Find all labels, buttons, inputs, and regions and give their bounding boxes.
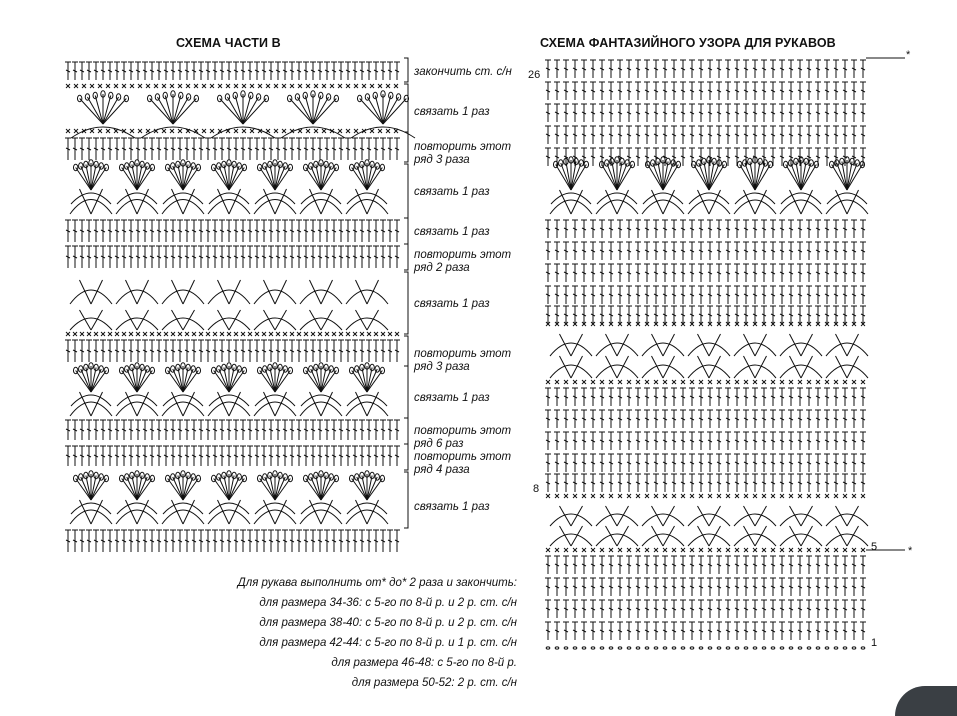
row-label: ряд 3 раза — [413, 154, 470, 166]
crochet-charts: закончить ст. с/н связать 1 раз повторить … — [65, 49, 913, 650]
row-label: ряд 2 раза — [413, 262, 470, 274]
row-label: ряд 6 раз — [413, 438, 464, 450]
row-label: повторить этот — [414, 348, 512, 360]
row-number: 8 — [533, 483, 539, 495]
row-label: связать 1 раз — [414, 106, 490, 118]
row-label: повторить этот — [414, 425, 512, 437]
instruction-line: для размера 34-36: с 5-го по 8-й р. и 2 … — [259, 597, 517, 609]
row-label: ряд 4 раза — [413, 464, 470, 476]
row-label: связать 1 раз — [414, 501, 490, 513]
row-label: ряд 3 раза — [413, 361, 470, 373]
row-label: повторить этот — [414, 141, 512, 153]
row-number: 1 — [871, 637, 877, 649]
row-label: связать 1 раз — [414, 186, 490, 198]
instruction-heading: Для рукава выполнить от* до* 2 раза и за… — [237, 577, 517, 589]
repeat-marker: * — [906, 49, 911, 61]
instruction-line: для размера 38-40: с 5-го по 8-й р. и 2 … — [259, 617, 517, 629]
row-label: закончить ст. с/н — [413, 66, 512, 78]
instruction-line: для размера 50-52: 2 р. ст. с/н — [351, 677, 517, 689]
right-chart-title: СХЕМА ФАНТАЗИЙНОГО УЗОРА ДЛЯ РУКАВОВ — [540, 36, 836, 50]
instruction-line: для размера 46-48: с 5-го по 8-й р. — [331, 657, 517, 669]
repeat-marker: * — [908, 545, 913, 557]
left-chart-row-labels: закончить ст. с/н связать 1 раз повторить … — [413, 66, 512, 513]
row-number: 26 — [528, 69, 540, 81]
right-chart-markers: 26 8 5 1 * * — [528, 49, 913, 649]
right-chart-diagram — [545, 57, 905, 650]
left-chart-diagram — [65, 61, 416, 552]
row-label: связать 1 раз — [414, 298, 490, 310]
row-number: 5 — [871, 541, 877, 553]
instruction-line: для размера 42-44: с 5-го по 8-й р. и 1 … — [259, 637, 517, 649]
row-label: связать 1 раз — [414, 226, 490, 238]
left-chart-title: СХЕМА ЧАСТИ В — [176, 36, 281, 50]
row-label: повторить этот — [414, 249, 512, 261]
row-label: связать 1 раз — [414, 392, 490, 404]
row-label: повторить этот — [414, 451, 512, 463]
left-chart-row-brackets — [404, 57, 409, 529]
